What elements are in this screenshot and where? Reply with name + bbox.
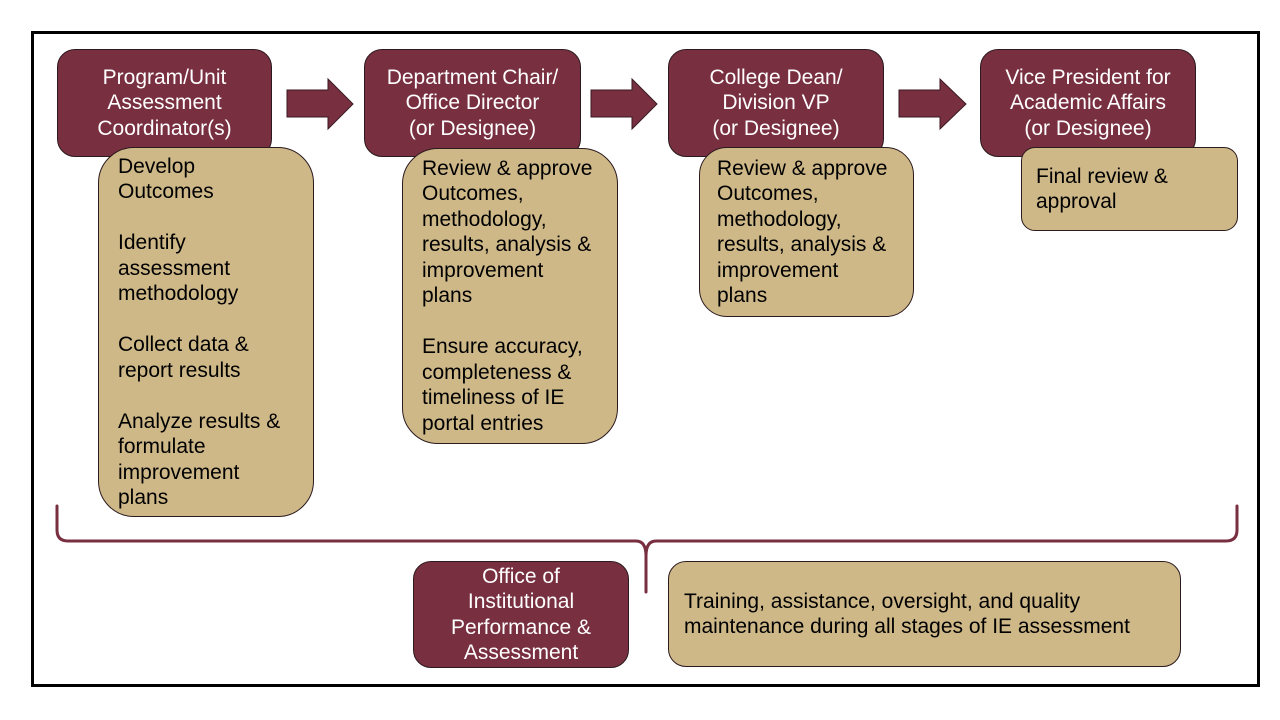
stage-3-role-box: College Dean/ Division VP (or Designee) [668,49,884,157]
stage-1-task-box: Develop Outcomes Identify assessment met… [98,147,314,517]
stage-4-task-box: Final review & approval [1021,147,1238,231]
stage-2-task: Ensure accuracy, completeness & timeline… [422,335,583,435]
stage-1-role-title: Program/Unit Assessment Coordinator(s) [97,65,232,140]
stage-2-role-title: Department Chair/ Office Director (or De… [386,65,559,140]
support-office-box: Office of Institutional Performance & As… [413,561,629,668]
stage-4-task: Final review & approval [1036,164,1168,214]
stage-3-role-title: College Dean/ Division VP (or Designee) [709,65,843,140]
stage-2-role-box: Department Chair/ Office Director (or De… [364,49,581,157]
stage-4-role-box: Vice President for Academic Affairs (or … [980,49,1196,157]
support-description-box: Training, assistance, oversight, and qua… [668,561,1181,667]
stage-3-task: Review & approve Outcomes, methodology, … [717,156,888,308]
stage-2-task: Review & approve Outcomes, methodology, … [422,156,593,308]
stage-1-task: Collect data & report results [118,333,249,382]
stage-2-task-box: Review & approve Outcomes, methodology, … [402,148,618,444]
support-description: Training, assistance, oversight, and qua… [684,589,1130,639]
stage-1-task: Analyze results & formulate improvement … [118,409,281,510]
support-office-title: Office of Institutional Performance & As… [450,564,592,665]
stage-3-task-box: Review & approve Outcomes, methodology, … [699,147,914,317]
stage-1-task: Identify assessment methodology [118,231,239,305]
stage-1-task: Develop Outcomes [118,154,214,204]
stage-1-role-box: Program/Unit Assessment Coordinator(s) [57,49,272,157]
stage-4-role-title: Vice President for Academic Affairs (or … [1005,65,1171,140]
diagram-frame [31,31,1260,687]
